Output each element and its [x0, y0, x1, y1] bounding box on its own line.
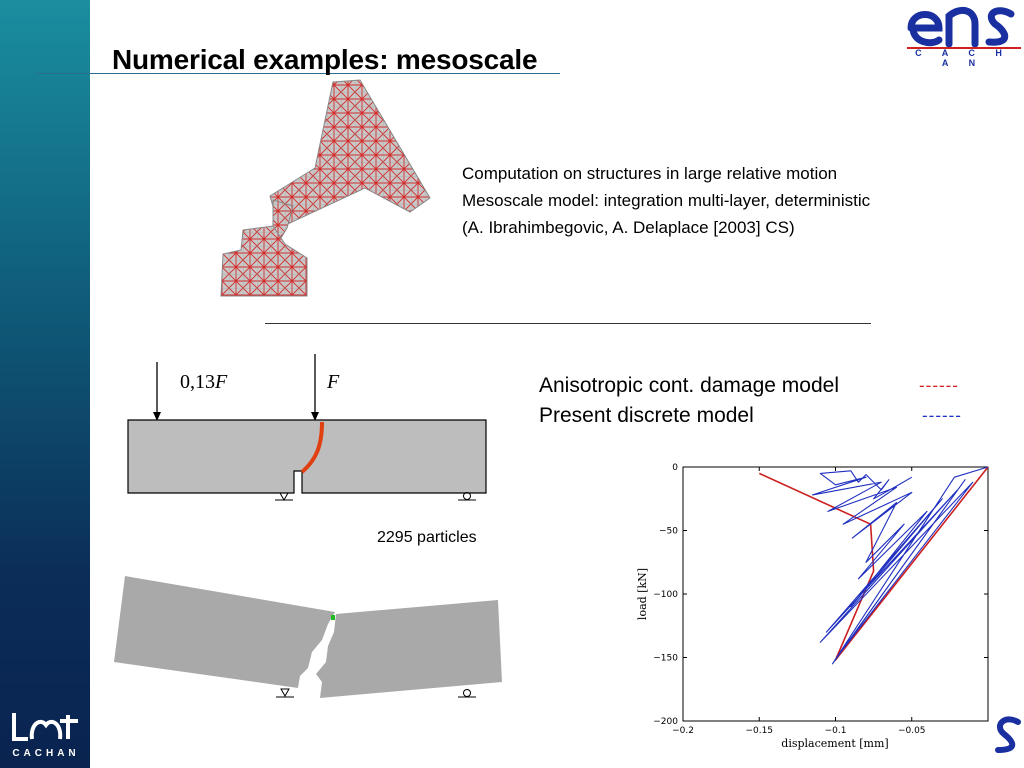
ens-corner-logo [995, 716, 1021, 753]
load-label-left: 0,13F [180, 371, 228, 393]
load-label-right: F [326, 371, 340, 393]
deformed-beam-right [316, 600, 502, 698]
t-mesh-base [220, 225, 308, 297]
t-mesh-neck [272, 199, 294, 239]
slide-title: Numerical examples: mesoscale [112, 44, 538, 75]
legend-label: Anisotropic cont. damage model [539, 374, 839, 397]
y-axis-label: load [kN] [636, 568, 649, 620]
plot-series [758, 466, 989, 665]
x-tick-label: −0.2 [672, 726, 694, 736]
section-separator [265, 323, 871, 324]
sidebar-band [0, 0, 90, 768]
description-line: (A. Ibrahimbegovic, A. Delaplace [2003] … [462, 218, 795, 237]
t-shape-mesh-figure [220, 79, 431, 297]
arrowhead-right [311, 412, 319, 421]
y-tick-label: −100 [653, 590, 678, 600]
particles-caption: 2295 particles [377, 529, 477, 546]
t-mesh-top [269, 79, 431, 229]
support-pin-deformed [280, 688, 290, 698]
legend-item-continuum: Anisotropic cont. damage model ------ [539, 371, 958, 401]
lot-cachan-caption: CACHAN [12, 748, 80, 759]
description-text: Computation on structures in large relat… [462, 160, 870, 241]
legend-item-discrete: Present discrete model ------ [539, 401, 961, 431]
y-tick-label: −50 [659, 527, 678, 537]
support-roller-deformed [463, 689, 471, 697]
series-continuum-line [758, 466, 989, 661]
lot-cachan-logo [12, 713, 78, 741]
legend: Anisotropic cont. damage model ------ Pr… [539, 371, 961, 431]
legend-dash-red: ------ [919, 376, 959, 395]
arrowhead-left [153, 412, 161, 421]
x-tick-label: −0.1 [825, 726, 847, 736]
y-tick-label: 0 [672, 463, 678, 473]
deformed-beam-figure [114, 576, 502, 698]
crack-path [300, 421, 324, 474]
x-axis-ticks: −0.2 −0.15 −0.1 −0.05 [672, 467, 926, 736]
x-tick-label: −0.05 [898, 726, 926, 736]
notched-beam-figure: 0,13F F [127, 354, 487, 502]
deformed-beam-left [114, 576, 335, 688]
title-underline [35, 73, 560, 74]
legend-dash-blue: ------ [922, 406, 962, 425]
x-tick-label: −0.15 [745, 726, 773, 736]
y-tick-label: −200 [653, 717, 678, 727]
load-displacement-chart: −0.2 −0.15 −0.1 −0.05 0 −50 −100 −150 −200 disp… [636, 463, 989, 750]
ens-cachan-caption: C A C H A N [915, 48, 1011, 68]
y-axis-ticks: 0 −50 −100 −150 −200 [653, 463, 988, 727]
x-axis-label: displacement [mm] [781, 737, 888, 750]
support-pin [279, 492, 289, 502]
series-discrete-line [812, 466, 989, 665]
plot-frame [682, 466, 989, 722]
beam-body [127, 419, 487, 494]
crack-tip-marker [331, 615, 335, 620]
description-line: Mesoscale model: integration multi-layer… [462, 191, 871, 210]
legend-label: Present discrete model [539, 404, 754, 427]
ens-cachan-logo [907, 6, 1021, 49]
description-line: Computation on structures in large relat… [462, 164, 838, 183]
y-tick-label: −150 [653, 654, 678, 664]
